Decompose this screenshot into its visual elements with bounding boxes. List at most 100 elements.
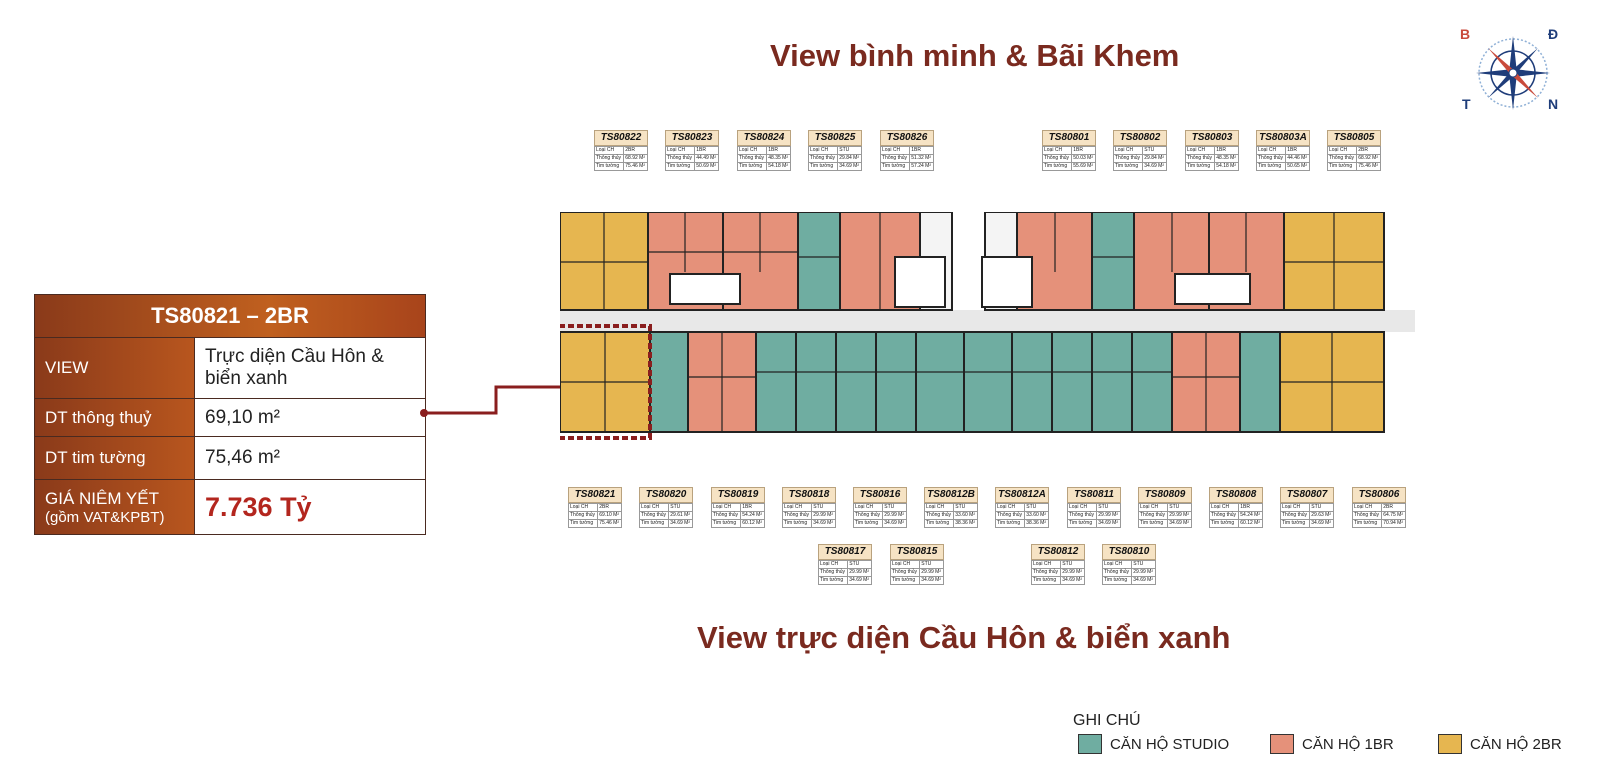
unit-ts80818[interactable]: [755, 331, 797, 433]
unit-type: STU: [1142, 146, 1167, 155]
unit-net-area: 29.99 M²: [1167, 511, 1192, 520]
unit-type: STU: [668, 503, 693, 512]
unit-type: 2BR: [623, 146, 648, 155]
unit-ts80817[interactable]: [795, 331, 837, 433]
unit-net-area: 29.61 M²: [668, 511, 693, 520]
unit-gross-area: 38.36 M²: [953, 519, 978, 528]
unit-ts80812[interactable]: [1011, 331, 1053, 433]
unit-ts80815[interactable]: [875, 331, 917, 433]
unit-ts80812b[interactable]: [915, 331, 965, 433]
unit-net-area: 29.84 M²: [837, 154, 862, 163]
unit-code: TS80811: [1067, 487, 1121, 503]
unit-net-area: 64.75 M²: [1381, 511, 1406, 520]
unit-gross-area: 34.69 M²: [1096, 519, 1121, 528]
unit-code: TS80816: [853, 487, 907, 503]
unit-type: 1BR: [740, 503, 765, 512]
row-label: Loại CH: [1137, 503, 1169, 512]
unit-gross-area: 50.69 M²: [694, 162, 719, 171]
unit-ts80809[interactable]: [1131, 331, 1173, 433]
unit-ts80825[interactable]: [797, 212, 841, 311]
row-label: Tim tường: [710, 519, 742, 528]
row-label: Thông thủy: [817, 568, 849, 577]
unit-code: TS80803: [1185, 130, 1239, 146]
legend-item-1br: CĂN HỘ 1BR: [1270, 734, 1394, 754]
unit-ts80810[interactable]: [1091, 331, 1133, 433]
unit-ts80807[interactable]: [1239, 331, 1281, 433]
row-label: Loại CH: [781, 503, 813, 512]
row-label: Loại CH: [889, 560, 921, 569]
row-label: Loại CH: [1208, 503, 1240, 512]
unit-info-header: TS80821 – 2BR: [35, 295, 425, 338]
unit-type: STU: [1309, 503, 1334, 512]
unit-type: 1BR: [766, 146, 791, 155]
unit-type: STU: [882, 503, 907, 512]
info-row-gross-area: DT tim tường 75,46 m²: [35, 437, 425, 480]
unit-gross-area: 50.65 M²: [1285, 162, 1310, 171]
unit-net-area: 29.99 M²: [1131, 568, 1156, 577]
unit-gross-area: 54.18 M²: [766, 162, 791, 171]
unit-type: 1BR: [1238, 503, 1263, 512]
row-label: Loại CH: [879, 146, 911, 155]
unit-gross-area: 34.69 M²: [668, 519, 693, 528]
info-label-gross-area: DT tim tường: [35, 437, 195, 479]
unit-type: STU: [1024, 503, 1049, 512]
unit-net-area: 54.24 M²: [1238, 511, 1263, 520]
unit-gross-area: 34.69 M²: [1309, 519, 1334, 528]
row-label: Loại CH: [1112, 146, 1144, 155]
row-label: Tim tường: [736, 162, 768, 171]
unit-net-area: 29.99 M²: [882, 511, 907, 520]
unit-net-area: 51.32 M²: [909, 154, 934, 163]
row-label: Tim tường: [664, 162, 696, 171]
info-label-net-area: DT thông thuỷ: [35, 399, 195, 436]
unit-net-area: 29.99 M²: [919, 568, 944, 577]
row-label: Tim tường: [1351, 519, 1383, 528]
row-label: Thông thủy: [852, 511, 884, 520]
row-label: Thông thủy: [807, 154, 839, 163]
row-label: Thông thủy: [1030, 568, 1062, 577]
row-label: Thông thủy: [1137, 511, 1169, 520]
unit-info-panel: TS80821 – 2BR VIEW Trực diện Cầu Hôn & b…: [34, 294, 426, 535]
row-label: Loại CH: [852, 503, 884, 512]
unit-ts80811[interactable]: [1051, 331, 1093, 433]
unit-code: TS80819: [711, 487, 765, 503]
unit-gross-area: 38.36 M²: [1024, 519, 1049, 528]
compass-t: T: [1462, 96, 1471, 112]
unit-code: TS80806: [1352, 487, 1406, 503]
row-label: Tim tường: [807, 162, 839, 171]
info-label-price-sub: (gồm VAT&KPBT): [45, 508, 165, 526]
legend-label-2br: CĂN HỘ 2BR: [1470, 735, 1562, 753]
row-label: Tim tường: [1030, 576, 1062, 585]
info-label-view: VIEW: [35, 338, 195, 398]
legend-item-2br: CĂN HỘ 2BR: [1438, 734, 1562, 754]
unit-gross-area: 75.46 M²: [597, 519, 622, 528]
legend-swatch-studio: [1078, 734, 1102, 754]
unit-type: 1BR: [1214, 146, 1239, 155]
unit-net-area: 29.84 M²: [1142, 154, 1167, 163]
unit-gross-area: 70.94 M²: [1381, 519, 1406, 528]
unit-ts80816[interactable]: [835, 331, 877, 433]
unit-type: STU: [847, 560, 872, 569]
unit-code: TS80815: [890, 544, 944, 560]
unit-ts80820[interactable]: [649, 331, 689, 433]
unit-type: STU: [837, 146, 862, 155]
unit-ts80812a[interactable]: [963, 331, 1013, 433]
unit-gross-area: 34.69 M²: [1167, 519, 1192, 528]
unit-ts80802[interactable]: [1091, 212, 1135, 311]
row-label: Thông thủy: [1184, 154, 1216, 163]
